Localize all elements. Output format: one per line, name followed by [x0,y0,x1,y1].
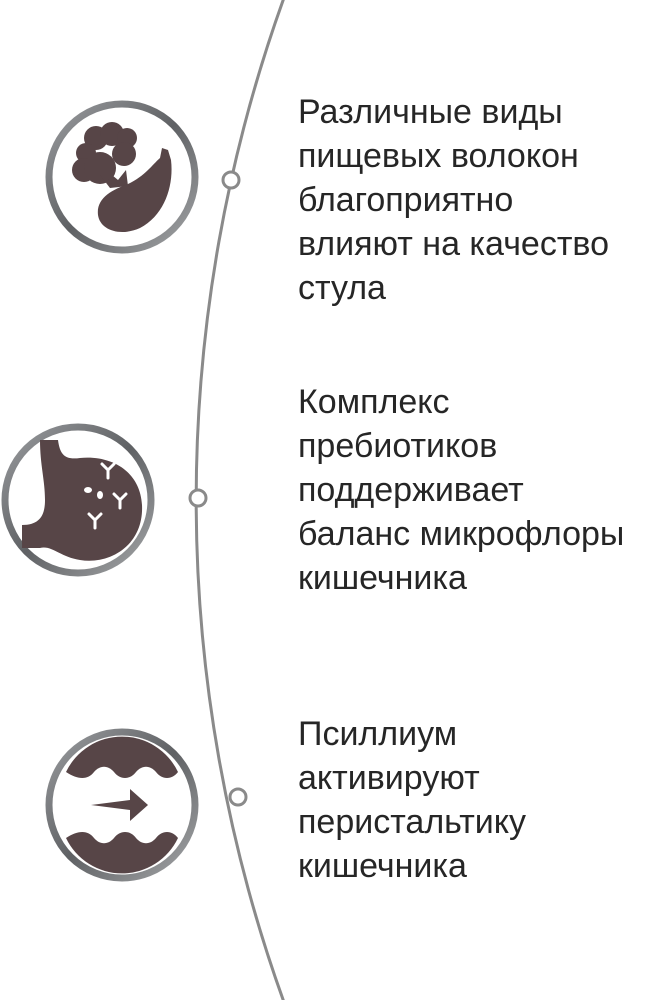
text-line: Псиллиум [298,715,458,753]
text-line: активируют [298,759,480,797]
broccoli-eggplant-icon [45,100,199,254]
timeline-node-2 [188,488,208,508]
stomach-bacteria-icon [1,423,155,577]
benefit-text-2: Комплекс пребиотиков поддерживает баланс… [298,380,624,600]
text-line: поддерживает [298,471,524,509]
timeline-node-1 [221,170,241,190]
benefit-text-1: Различные виды пищевых волокон благоприя… [298,90,609,310]
timeline-node-3 [228,787,248,807]
text-line: кишечника [298,847,467,885]
text-line: влияют на качество [298,225,609,263]
text-line: пребиотиков [298,427,498,465]
text-line: кишечника [298,559,467,597]
text-line: перистальтику [298,803,527,841]
text-line: баланс микрофлоры [298,515,625,553]
text-line: благоприятно [298,181,514,219]
timeline-arc [194,0,285,1000]
peristalsis-arrow-icon [45,728,199,882]
benefit-text-3: Псиллиум активируют перистальтику кишечн… [298,712,526,888]
text-line: пищевых волокон [298,137,579,175]
text-line: Комплекс [298,383,450,421]
text-line: Различные виды [298,93,563,131]
text-line: стула [298,269,386,307]
